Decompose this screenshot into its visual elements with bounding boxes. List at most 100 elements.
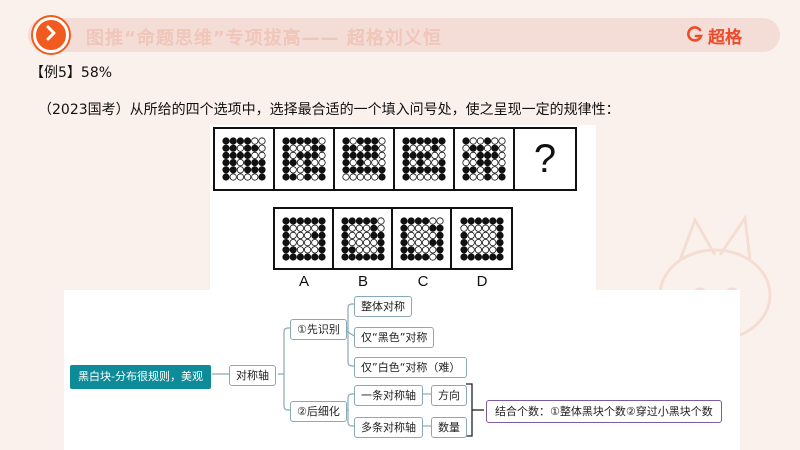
black-dot <box>356 151 364 159</box>
black-dot <box>243 137 252 145</box>
white-dot <box>251 137 259 145</box>
white-dot <box>467 231 475 239</box>
option-a-label[interactable]: A <box>298 273 309 290</box>
black-dot <box>459 231 468 239</box>
black-dot <box>296 216 304 225</box>
option-d-label[interactable]: D <box>476 273 488 290</box>
black-dot <box>310 252 318 261</box>
item-white-symmetry: 仅”白色“对称（难） <box>354 357 468 378</box>
black-dot <box>258 173 266 181</box>
white-dot <box>355 245 363 253</box>
black-dot <box>303 166 312 174</box>
black-dot <box>407 252 415 261</box>
black-dot <box>243 166 252 174</box>
chevron-right-icon <box>42 24 60 46</box>
black-dot <box>399 252 408 261</box>
black-dot <box>483 166 492 174</box>
black-dot <box>376 252 385 261</box>
next-arrow-button[interactable] <box>33 17 69 53</box>
white-dot <box>414 238 422 246</box>
black-dot <box>378 166 386 174</box>
white-dot <box>303 245 311 253</box>
black-dot <box>342 158 350 167</box>
white-dot <box>303 224 311 232</box>
black-dot <box>281 252 290 261</box>
black-dot <box>474 216 482 225</box>
leaf-count: 数量 <box>431 417 467 438</box>
white-dot <box>438 151 446 159</box>
black-dot <box>281 245 290 253</box>
white-dot <box>409 158 417 167</box>
black-dot <box>435 252 444 261</box>
black-dot <box>402 166 410 174</box>
option-c-label[interactable]: C <box>417 273 429 290</box>
black-dot <box>340 216 349 225</box>
white-dot <box>348 231 356 239</box>
black-dot <box>416 166 424 174</box>
white-dot <box>363 158 372 167</box>
white-dot <box>296 238 304 246</box>
white-dot <box>476 166 484 174</box>
header-background <box>28 18 780 52</box>
black-dot <box>467 216 475 225</box>
white-dot <box>311 173 319 181</box>
white-dot <box>469 151 477 159</box>
white-dot <box>498 151 506 159</box>
black-dot <box>317 231 326 239</box>
black-dot <box>340 231 349 239</box>
black-dot <box>258 158 266 167</box>
black-dot <box>342 151 350 159</box>
black-dot <box>481 252 489 261</box>
black-dot <box>340 252 349 261</box>
black-dot <box>459 245 468 253</box>
option-b-label[interactable]: B <box>357 273 368 290</box>
black-dot <box>495 252 504 261</box>
option-a-figure[interactable] <box>275 209 334 268</box>
white-dot <box>378 144 386 152</box>
white-dot <box>409 173 417 181</box>
black-dot <box>303 173 312 181</box>
option-c-figure[interactable] <box>393 209 452 268</box>
black-dot <box>376 231 385 239</box>
white-dot <box>318 151 326 159</box>
black-dot <box>229 166 237 174</box>
black-dot <box>289 252 297 261</box>
black-dot <box>481 216 489 225</box>
black-dot <box>296 252 304 261</box>
black-dot <box>428 224 436 232</box>
black-dot <box>474 252 482 261</box>
white-dot <box>371 158 379 167</box>
option-d-figure[interactable] <box>452 209 511 268</box>
black-dot <box>476 158 484 167</box>
white-dot <box>362 224 370 232</box>
black-dot <box>402 137 410 145</box>
black-dot <box>363 166 372 174</box>
black-dot <box>498 173 506 181</box>
black-dot <box>311 166 319 174</box>
black-dot <box>243 158 252 167</box>
black-dot <box>317 252 326 261</box>
white-dot <box>378 158 386 167</box>
black-dot <box>229 144 237 152</box>
black-dot <box>310 216 318 225</box>
root-node: 黑白块-分布很规则，美观 <box>70 365 211 389</box>
black-dot <box>342 166 350 174</box>
white-dot <box>467 224 475 232</box>
mind-map-connectors <box>212 303 484 437</box>
black-dot <box>416 137 424 145</box>
white-dot <box>491 158 499 167</box>
black-dot <box>467 252 475 261</box>
black-dot <box>423 151 432 159</box>
white-dot <box>428 216 436 225</box>
item-single-axis: 一条对称轴 <box>354 385 423 406</box>
white-dot <box>407 224 415 232</box>
black-dot <box>281 216 290 225</box>
figure-1 <box>215 129 275 189</box>
white-dot <box>474 224 482 232</box>
black-dot <box>340 238 349 246</box>
black-dot <box>369 216 377 225</box>
white-dot <box>474 231 482 239</box>
white-dot <box>296 173 304 181</box>
black-dot <box>348 216 356 225</box>
option-b-figure[interactable] <box>334 209 393 268</box>
